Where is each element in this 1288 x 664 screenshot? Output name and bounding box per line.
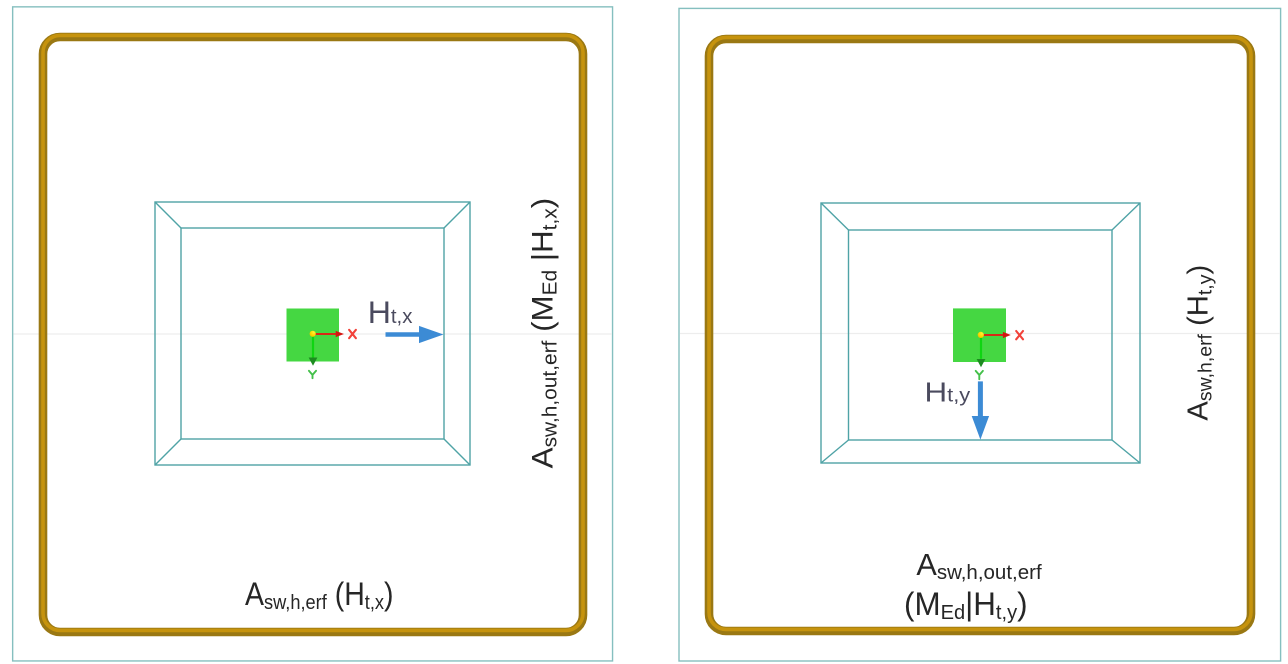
svg-text:Ht,x: Ht,x: [368, 294, 413, 330]
svg-text:(MEd|Ht,y): (MEd|Ht,y): [904, 586, 1028, 624]
svg-text:Asw,h,erf (Ht,x): Asw,h,erf (Ht,x): [245, 578, 394, 615]
svg-text:Asw,h,out,erf: Asw,h,out,erf: [916, 547, 1042, 584]
svg-text:Ht,y: Ht,y: [925, 377, 971, 408]
svg-text:Asw,h,out,erf (MEd |Ht,x): Asw,h,out,erf (MEd |Ht,x): [525, 198, 561, 468]
svg-text:Asw,h,erf (Ht,y): Asw,h,erf (Ht,y): [1183, 265, 1217, 421]
